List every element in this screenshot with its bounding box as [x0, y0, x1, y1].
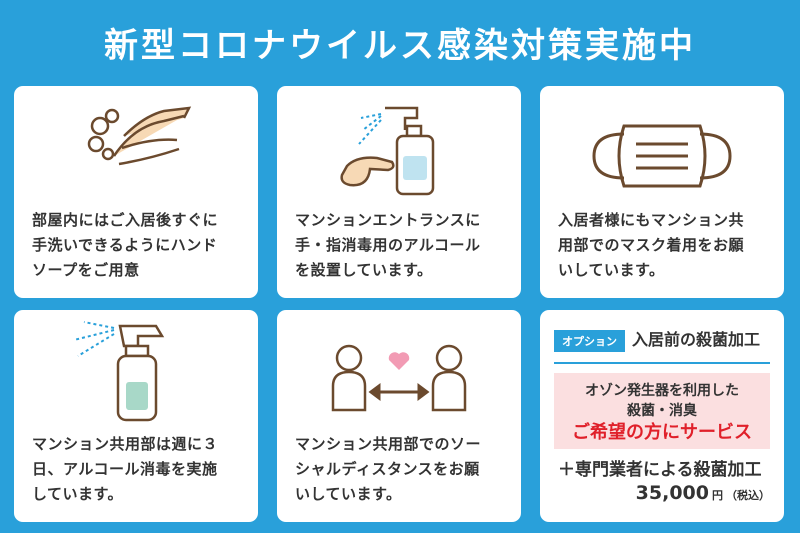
card-sanitizer: マンションエントランスに手・指消毒用のアルコールを設置しています。 — [277, 86, 521, 298]
divider — [554, 362, 770, 364]
option-title: 入居前の殺菌加工 — [632, 330, 761, 349]
sanitizer-pump-icon — [340, 106, 435, 196]
face-mask-icon — [592, 124, 732, 188]
card-mask: 入居者様にもマンション共用部でのマスク着用をお願いしています。 — [540, 86, 784, 298]
hand-washing-icon — [87, 106, 192, 166]
social-distance-icon — [331, 344, 467, 412]
card-option: オプション 入居前の殺菌加工 オゾン発生器を利用した 殺菌・消臭 ご希望の方にサ… — [540, 310, 784, 522]
service-highlight: ご希望の方にサービス — [572, 422, 752, 443]
card-text: マンション共用部でのソーシャルディスタンスをお願いしています。 — [295, 435, 482, 503]
card-text: 部屋内にはご入居後すぐに手洗いできるようにハンドソープをご用意 — [32, 211, 219, 279]
extra-service: ＋専門業者による殺菌加工 — [558, 460, 762, 480]
card-text: 入居者様にもマンション共用部でのマスク着用をお願いしています。 — [558, 211, 745, 279]
card-hand-soap: 部屋内にはご入居後すぐに手洗いできるようにハンドソープをご用意 — [14, 86, 258, 298]
option-tag: オプション — [554, 330, 625, 352]
card-text: マンションエントランスに手・指消毒用のアルコールを設置しています。 — [295, 211, 481, 279]
page-title: 新型コロナウイルス感染対策実施中 — [104, 26, 696, 66]
option-highlight-box: オゾン発生器を利用した 殺菌・消臭 ご希望の方にサービス — [554, 373, 770, 449]
spray-bottle-icon — [73, 321, 165, 422]
card-social-distance: マンション共用部でのソーシャルディスタンスをお願いしています。 — [277, 310, 521, 522]
